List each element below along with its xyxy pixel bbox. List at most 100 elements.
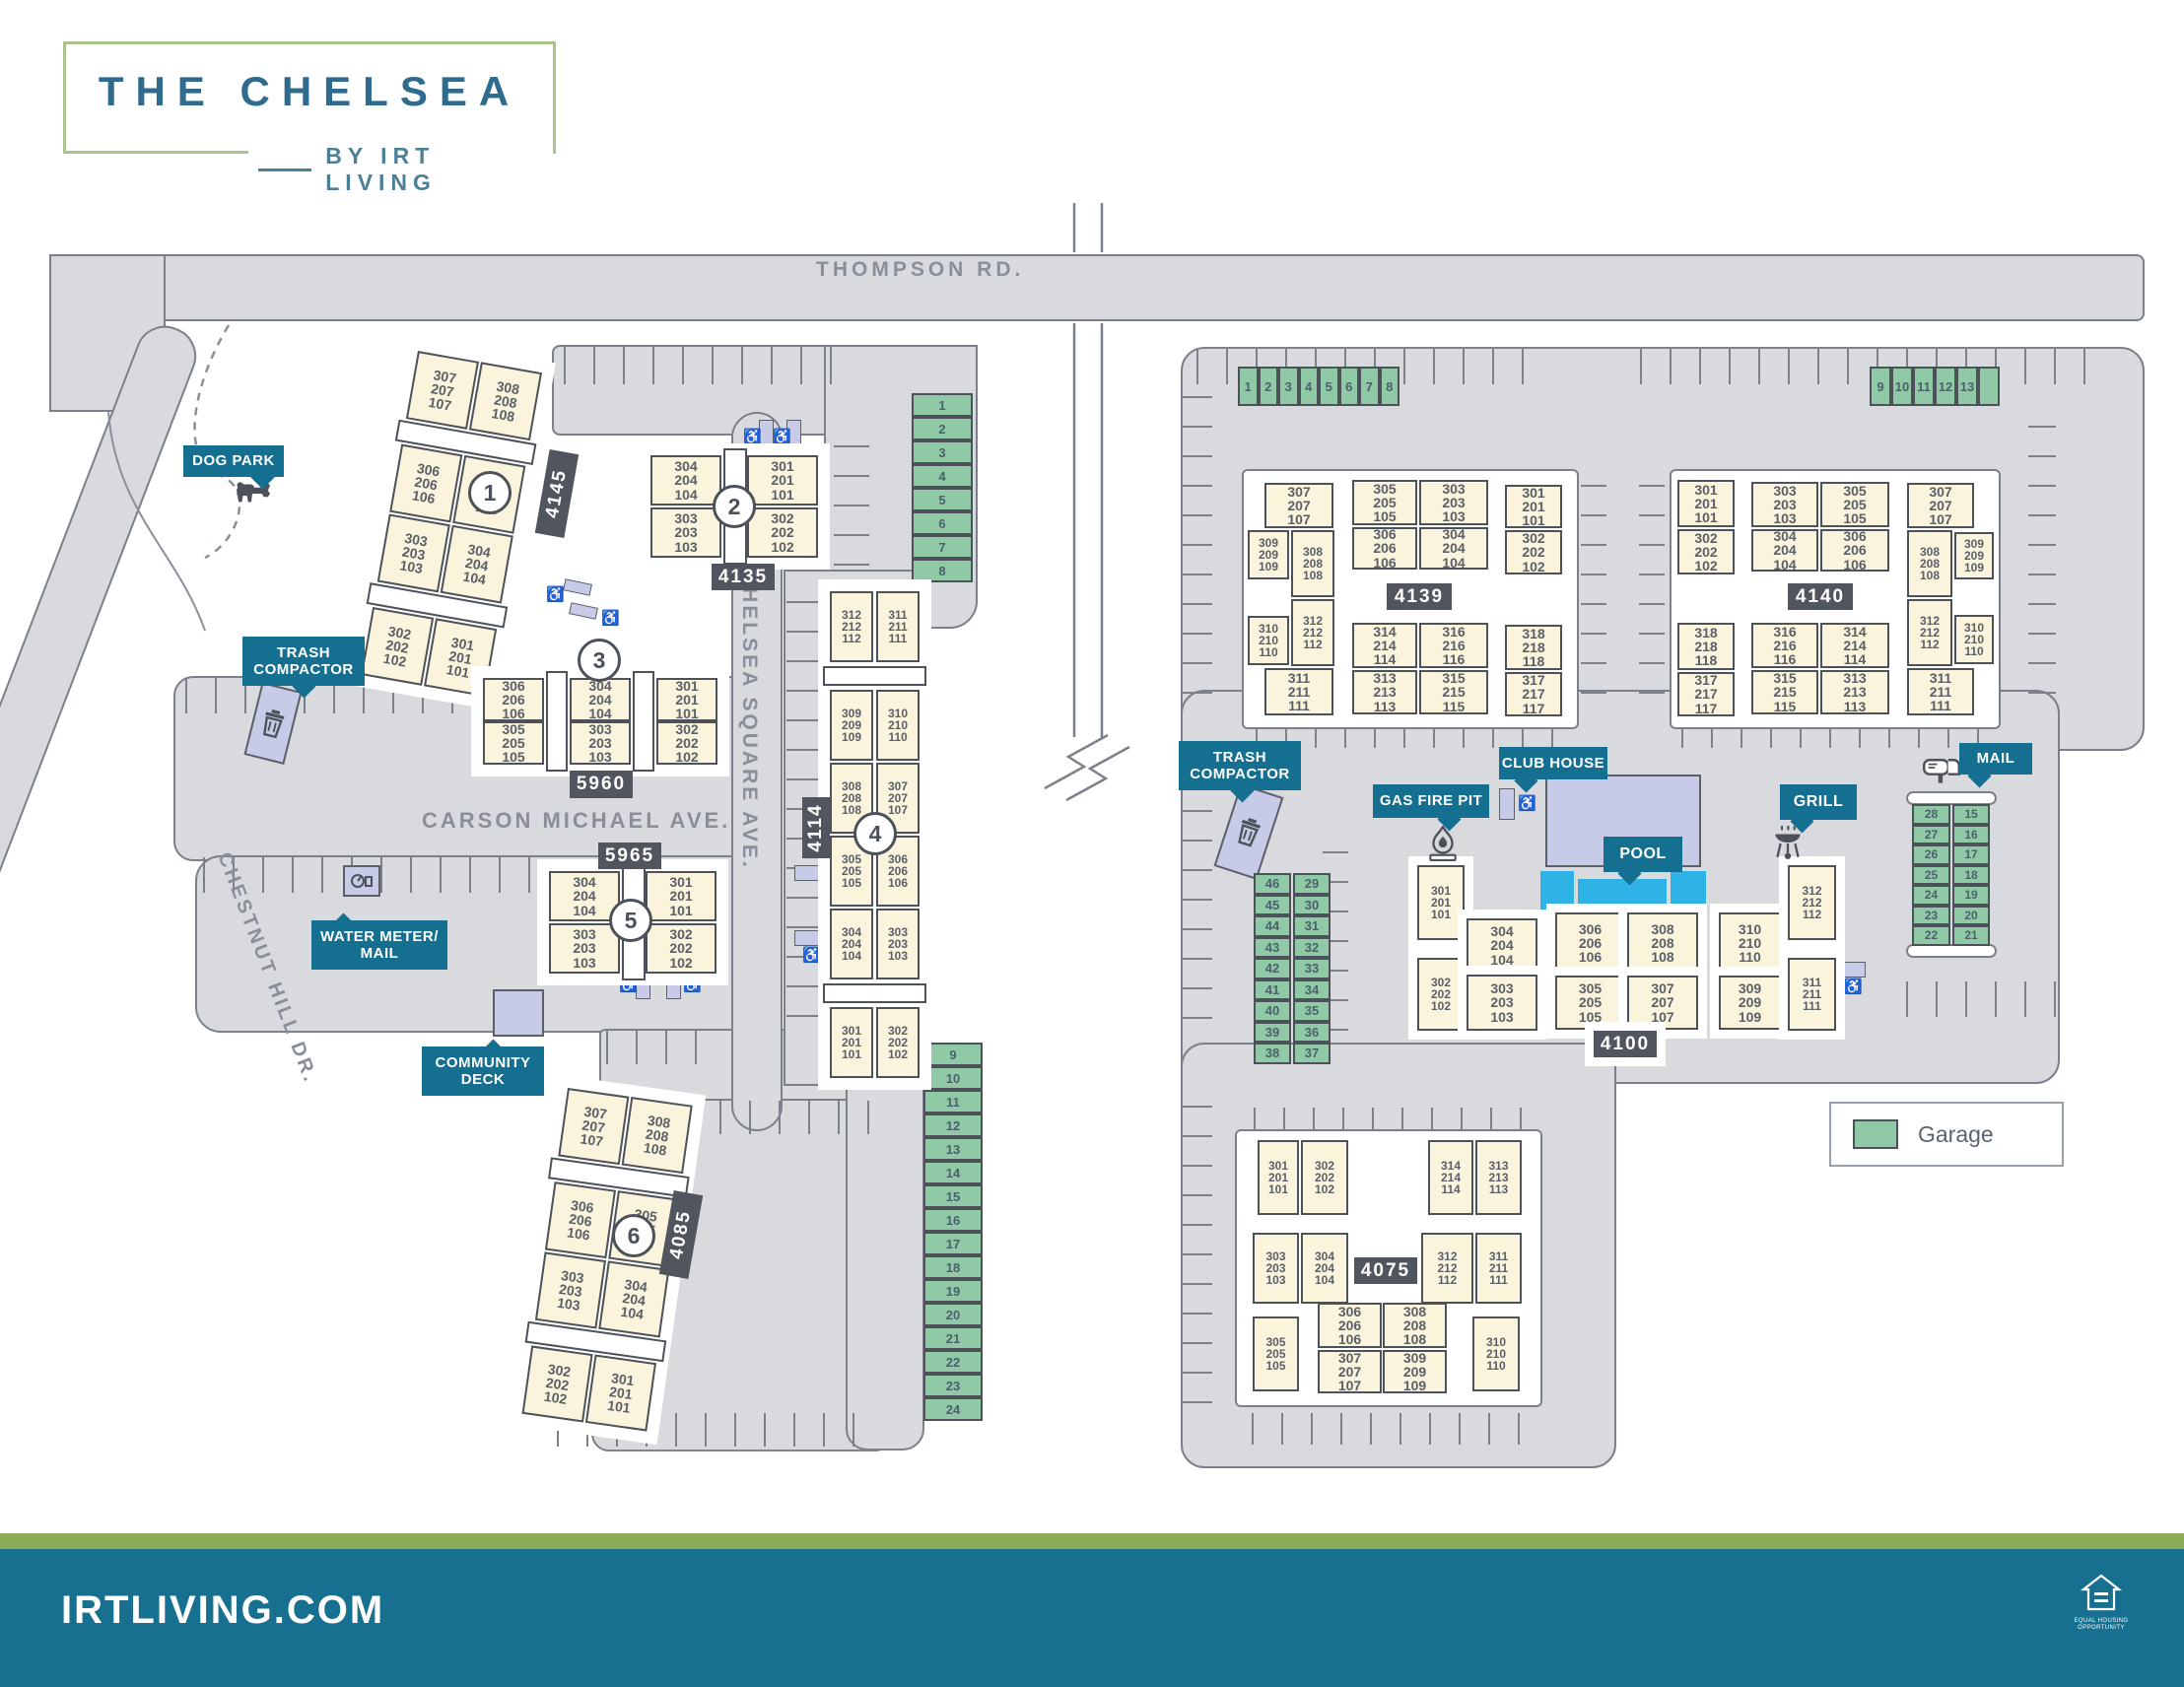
unit-stack: 304 204 104 [440,524,513,604]
mail-row-cap [1906,791,1997,805]
equal-housing-logo: EQUAL HOUSING OPPORTUNITY [2074,1573,2129,1632]
road-break-symbol [1045,735,1129,800]
unit-stack: 308 208 108 [1907,530,1952,597]
amenity-label: POOL [1604,837,1682,872]
unit-stack: 305 205 105 [1555,976,1625,1030]
unit-stack: 308 208 108 [1383,1303,1447,1348]
garage-cell: 16 [1952,824,1990,844]
unit-stack: 302 202 102 [747,507,818,558]
equal-housing-text: EQUAL HOUSING OPPORTUNITY [2074,1618,2129,1632]
bldg-6-circle: 6 [612,1214,655,1257]
garage-cell: 20 [1952,905,1990,925]
unit-stack: 313 213 113 [1352,670,1417,714]
trash-icon [262,709,285,739]
garage-cell: 17 [923,1232,983,1255]
garage-cell: 23 [1912,905,1950,925]
garage-cell: 20 [923,1303,983,1326]
unit-stack: 307 207 107 [405,351,480,430]
logo-subtitle-row: BY IRT LIVING [248,139,553,200]
garage-cell: 12 [923,1113,983,1137]
handicap-icon: ♿ [546,586,565,603]
bldg-3-circle: 3 [578,639,621,682]
garage-cell: 7 [1359,367,1380,406]
dog-icon [235,479,270,506]
unit-stack: 303 203 103 [876,909,920,979]
unit-stack: 313 213 113 [1475,1140,1522,1215]
handicap-spot [1499,788,1515,820]
bldg-4100-chip: 4100 [1594,1031,1657,1057]
handicap-spot [794,930,824,946]
trash-compactor-left [243,682,303,765]
dog-icon [237,482,270,503]
handicap-spot [1836,962,1866,978]
unit-stack: 302 202 102 [1417,958,1465,1031]
unit-stack: 302 202 102 [646,923,717,974]
unit-stack: 304 204 104 [1467,918,1537,973]
garage-cell: 41 [1254,978,1291,1000]
breezeway [546,671,568,772]
unit-stack: 301 201 101 [646,871,717,921]
amenity-label: CLUB HOUSE [1499,747,1607,779]
bldg-2-circle: 2 [713,485,756,528]
unit-stack: 305 205 105 [1820,482,1889,527]
handicap-icon: ♿ [1844,978,1863,995]
garage-cell: 23 [923,1374,983,1397]
street-label: CARSON MICHAEL AVE. [422,808,731,833]
water-meter-box [343,865,380,897]
unit-stack: 302 202 102 [1301,1140,1348,1215]
unit-stack: 312 212 112 [830,591,873,662]
garage-cell: 30 [1293,894,1331,915]
garage-cell: 5 [1319,367,1339,406]
parking-ticks [1254,1108,1536,1131]
unit-stack: 307 207 107 [1318,1350,1382,1393]
handicap-spot [563,578,592,596]
unit-stack: 301 201 101 [584,1354,657,1432]
unit-stack: 312 212 112 [1421,1233,1473,1304]
unit-stack: 301 201 101 [1258,1140,1299,1215]
garage-cell: 9 [1870,367,1891,406]
garage-cell: 12 [1935,367,1956,406]
bldg-5-circle: 5 [609,899,652,942]
unit-stack: 312 212 112 [1907,599,1952,666]
unit-stack: 312 212 112 [1291,599,1334,666]
garage-cell: 19 [923,1279,983,1303]
garage-cell: 13 [923,1137,983,1161]
garage-cell: 13 [1956,367,1978,406]
garage-cell: 11 [923,1090,983,1113]
unit-stack: 306 206 106 [1555,912,1625,974]
unit-stack: 302 202 102 [521,1345,593,1423]
unit-stack: 301 201 101 [1417,865,1465,940]
unit-stack: 307 207 107 [1907,483,1974,528]
unit-stack: 307 207 107 [1627,976,1698,1030]
unit-stack: 303 203 103 [650,507,721,558]
unit-stack: 306 206 106 [1318,1303,1382,1348]
garage-cell: 25 [1912,864,1950,885]
garage-cell: 34 [1293,978,1331,1000]
community-deck [493,989,544,1037]
amenity-label: MAIL [1959,743,2032,775]
unit-stack: 317 217 117 [1505,672,1562,716]
garage-cell: 3 [1278,367,1299,406]
handicap-icon: ♿ [619,977,638,993]
unit-stack: 303 203 103 [549,923,620,974]
unit-stack: 304 204 104 [830,909,873,979]
parking-ticks [2028,426,2056,700]
parking-ticks [1183,780,1212,1033]
unit-stack: 309 209 109 [1954,532,1994,579]
unit-stack: 301 201 101 [656,678,717,721]
garage-cell: 39 [1254,1021,1291,1043]
unit-stack: 301 201 101 [1505,485,1562,528]
unit-stack: 310 210 110 [876,690,920,761]
parking-ticks [834,445,869,619]
handicap-icon: ♿ [683,977,702,993]
parking-ticks [606,1031,724,1064]
unit-stack: 304 204 104 [1301,1233,1348,1304]
unit-stack: 313 213 113 [1820,670,1889,714]
mailbox-icon [1922,751,1961,784]
garage-cell: 8 [912,559,973,582]
parking-lot [846,1029,924,1451]
garage-cell: 22 [923,1350,983,1374]
garage-cell: 4 [1298,367,1319,406]
unit-stack: 306 206 106 [1820,529,1889,572]
